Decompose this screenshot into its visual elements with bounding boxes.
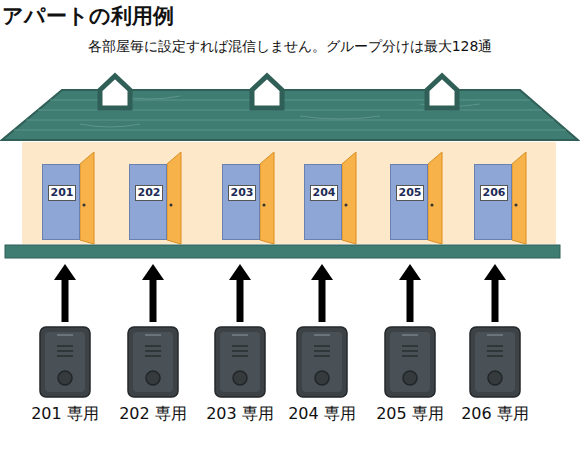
door-face: 206 [474, 164, 512, 240]
room-number: 203 [228, 185, 256, 201]
arrow-shaft [492, 278, 499, 322]
arrow-shaft [62, 278, 69, 322]
signal-arrow [229, 264, 251, 322]
transmitter-body [214, 326, 266, 398]
arrow-head [229, 264, 251, 280]
signal-arrow [54, 264, 76, 322]
door-face: 203 [222, 164, 260, 240]
unit-label: 201 専用 [29, 404, 101, 424]
door-face: 204 [304, 164, 342, 240]
apartment-door: 204 [304, 164, 342, 258]
transmitter-body [384, 326, 436, 398]
room-number: 201 [48, 185, 76, 201]
transmitter-unit: 203 専用 [214, 326, 266, 398]
transmitter-unit: 205 専用 [384, 326, 436, 398]
apartment-door: 201 [42, 164, 80, 258]
arrow-head [311, 264, 333, 280]
transmitter-body [296, 326, 348, 398]
door-face: 201 [42, 164, 80, 240]
transmitter-body [469, 326, 521, 398]
unit-label: 205 専用 [374, 404, 446, 424]
unit-label: 203 専用 [204, 404, 276, 424]
transmitter-unit: 201 専用 [39, 326, 91, 398]
room-number: 205 [396, 185, 424, 201]
arrow-head [142, 264, 164, 280]
arrow-shaft [150, 278, 157, 322]
unit-label: 206 専用 [459, 404, 531, 424]
unit-label: 202 専用 [117, 404, 189, 424]
room-number: 204 [310, 185, 338, 201]
signal-arrow [399, 264, 421, 322]
transmitter-body [39, 326, 91, 398]
room-number: 202 [135, 185, 163, 201]
room-number: 206 [480, 185, 508, 201]
door-face: 202 [129, 164, 167, 240]
transmitter-unit: 202 専用 [127, 326, 179, 398]
arrow-shaft [407, 278, 414, 322]
diagram-title: アパートの利用例 [2, 2, 174, 30]
apartment-door: 202 [129, 164, 167, 258]
door-face: 205 [390, 164, 428, 240]
signal-arrow [142, 264, 164, 322]
arrow-head [399, 264, 421, 280]
transmitter-unit: 206 専用 [469, 326, 521, 398]
transmitter-body [127, 326, 179, 398]
arrow-head [484, 264, 506, 280]
arrow-shaft [237, 278, 244, 322]
signal-arrow [311, 264, 333, 322]
unit-label: 204 専用 [286, 404, 358, 424]
signal-arrow [484, 264, 506, 322]
arrow-shaft [319, 278, 326, 322]
apartment-door: 203 [222, 164, 260, 258]
arrow-head [54, 264, 76, 280]
note-text: 各部屋毎に設定すれば混信しません。グループ分けは最大128通 [0, 38, 580, 56]
apartment-door: 205 [390, 164, 428, 258]
apartment-door: 206 [474, 164, 512, 258]
transmitter-unit: 204 専用 [296, 326, 348, 398]
